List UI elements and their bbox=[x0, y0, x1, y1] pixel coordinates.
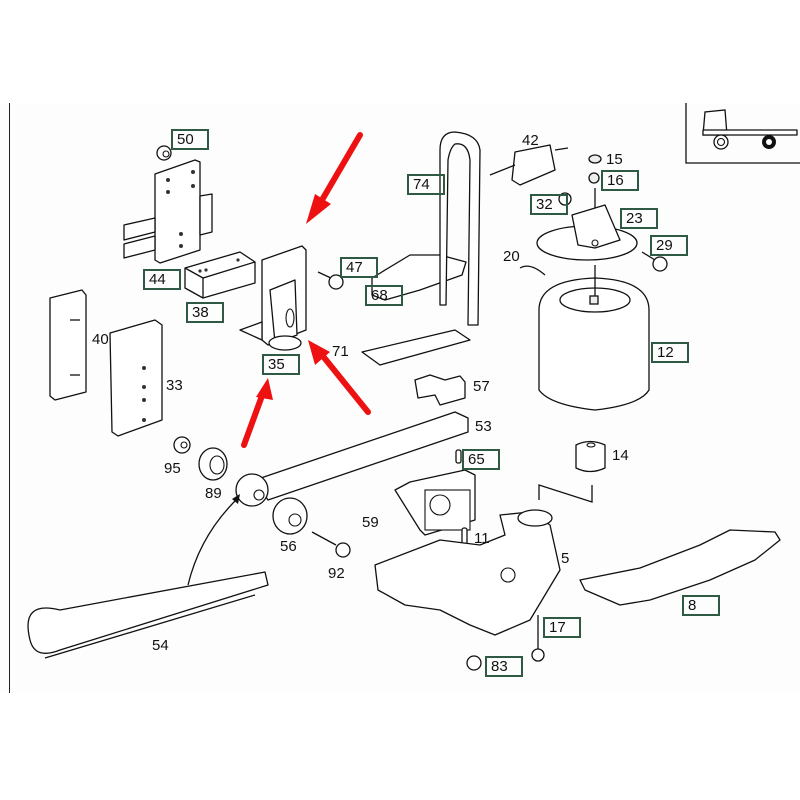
callout-29: 29 bbox=[650, 235, 688, 256]
callout-20: 20 bbox=[503, 248, 520, 265]
callout-59: 59 bbox=[362, 514, 379, 531]
callout-35: 35 bbox=[262, 354, 300, 375]
assembly-arrow bbox=[187, 497, 239, 586]
leader-line-14 bbox=[538, 484, 593, 503]
spring-eye bbox=[235, 473, 269, 507]
part-8-crossmember bbox=[579, 529, 781, 606]
part-29-bolt bbox=[641, 251, 668, 272]
part-14-bump-stop bbox=[575, 440, 606, 473]
part-5-spring-carrier bbox=[374, 509, 561, 636]
callout-95: 95 bbox=[164, 460, 181, 477]
part-35-spring-hanger bbox=[239, 245, 307, 351]
part-65-pin bbox=[455, 449, 462, 464]
callout-40: 40 bbox=[92, 331, 109, 348]
part-20-clip bbox=[519, 265, 546, 276]
callout-23: 23 bbox=[620, 208, 658, 229]
part-42-bracket bbox=[489, 144, 569, 186]
part-57-clamp bbox=[414, 374, 466, 406]
callout-11: 11 bbox=[474, 530, 490, 547]
callout-42: 42 bbox=[522, 132, 539, 149]
part-47-bolt bbox=[317, 271, 344, 290]
callout-16: 16 bbox=[601, 170, 639, 191]
part-50-nut bbox=[156, 145, 172, 161]
callout-32: 32 bbox=[530, 194, 568, 215]
callout-54: 54 bbox=[152, 637, 169, 654]
part-17-bolt bbox=[531, 615, 545, 662]
part-33-bracket bbox=[109, 319, 163, 437]
callout-8: 8 bbox=[682, 595, 720, 616]
part-83-nut bbox=[466, 655, 482, 671]
highlight-arrow-1 bbox=[306, 132, 363, 224]
part-15-nut bbox=[588, 154, 602, 164]
callout-44: 44 bbox=[143, 269, 181, 290]
part-16-washer bbox=[588, 172, 600, 184]
part-44-bracket bbox=[123, 159, 213, 264]
callout-15: 15 bbox=[606, 151, 623, 168]
part-56-rubber-bushing bbox=[272, 497, 308, 535]
part-11-pin bbox=[461, 527, 468, 545]
callout-50: 50 bbox=[171, 129, 209, 150]
part-38-spacer-block bbox=[184, 251, 256, 299]
part-54-leaf-spring bbox=[27, 571, 269, 659]
part-92-bolt bbox=[311, 531, 351, 558]
part-74-u-bolt bbox=[439, 131, 481, 326]
callout-38: 38 bbox=[186, 302, 224, 323]
part-59-bracket bbox=[394, 469, 476, 536]
callout-33: 33 bbox=[166, 377, 183, 394]
callout-17: 17 bbox=[543, 617, 581, 638]
part-12-air-spring bbox=[538, 265, 650, 411]
part-32-clip bbox=[558, 192, 572, 206]
callout-74: 74 bbox=[407, 174, 445, 195]
truck-chassis-icon bbox=[685, 103, 800, 164]
callout-92: 92 bbox=[328, 565, 345, 582]
part-71-plate bbox=[361, 329, 471, 366]
part-95-nut bbox=[173, 436, 191, 454]
callout-12: 12 bbox=[651, 342, 689, 363]
callout-5: 5 bbox=[561, 550, 570, 567]
callout-89: 89 bbox=[205, 485, 222, 502]
callout-47: 47 bbox=[340, 257, 378, 278]
highlight-arrow-2 bbox=[308, 340, 371, 415]
part-23-top-plate bbox=[536, 204, 638, 261]
part-40-bracket bbox=[49, 289, 87, 401]
frame-border-left bbox=[9, 103, 10, 693]
highlight-arrow-3 bbox=[241, 378, 273, 448]
part-89-bushing bbox=[198, 447, 228, 481]
callout-68: 68 bbox=[365, 285, 403, 306]
callout-65: 65 bbox=[462, 449, 500, 470]
callout-83: 83 bbox=[485, 656, 523, 677]
callout-71: 71 bbox=[332, 343, 349, 360]
callout-56: 56 bbox=[280, 538, 297, 555]
callout-14: 14 bbox=[612, 447, 629, 464]
callout-53: 53 bbox=[475, 418, 492, 435]
callout-57: 57 bbox=[473, 378, 490, 395]
